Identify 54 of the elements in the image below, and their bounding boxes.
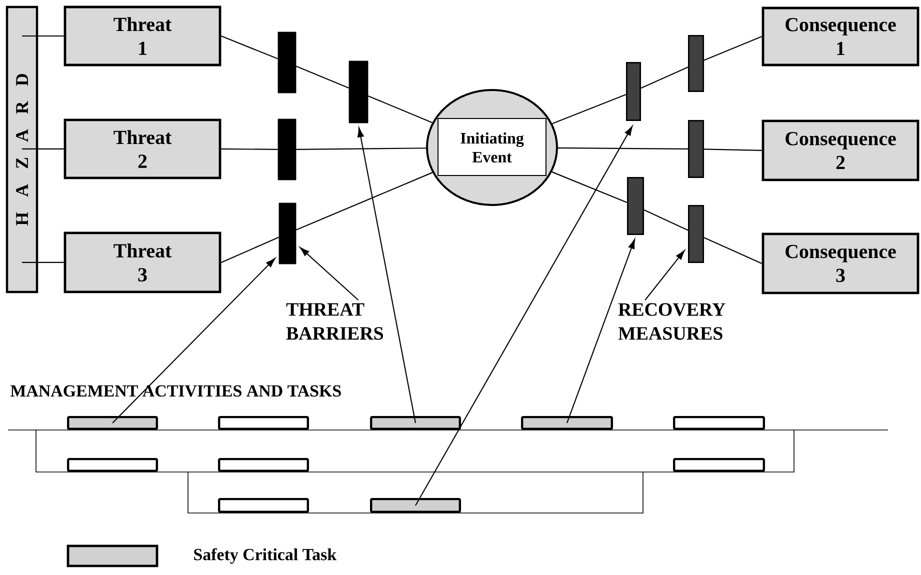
connector-line: [220, 236, 280, 263]
barrier-bar: [626, 62, 641, 121]
barrier-bar: [278, 32, 296, 94]
consequence-box: Consequence 1: [762, 6, 920, 66]
task-box: [67, 458, 158, 472]
task-box: [218, 458, 310, 472]
connector-line: [552, 171, 628, 204]
barrier-bar: [348, 60, 368, 124]
connector-line: [221, 35, 278, 60]
task-box: [218, 416, 310, 430]
connector-line: [22, 262, 64, 264]
leader-arrow: [358, 127, 416, 424]
connector-line: [296, 66, 350, 88]
connector-line: [552, 94, 626, 124]
connector-line: [640, 66, 688, 89]
threat-box: Threat 1: [64, 6, 222, 66]
leader-arrow: [112, 258, 276, 424]
consequence-box: Consequence 3: [762, 232, 920, 294]
barrier-bar: [688, 120, 704, 178]
barrier-bar: [688, 204, 704, 263]
leader-arrow: [644, 250, 685, 300]
connector-line: [704, 36, 762, 61]
barrier-bar: [688, 34, 704, 92]
connector-line: [221, 148, 278, 150]
threat-box: Threat 3: [64, 232, 222, 294]
callout-label: THREAT BARRIERS: [286, 303, 383, 340]
hazard-box: H A Z A R D: [6, 6, 38, 294]
leader-arrow: [415, 126, 633, 506]
connector-line: [704, 237, 762, 264]
connector-line: [368, 96, 432, 124]
task-box: [67, 416, 158, 430]
task-box: [673, 416, 765, 430]
connector-line: [644, 209, 688, 231]
connector-line: [296, 172, 433, 230]
connector-line: [704, 148, 762, 152]
connector-line: [296, 148, 426, 150]
barrier-bar: [278, 202, 296, 264]
leader-arrow: [300, 247, 359, 300]
barrier-bar: [278, 118, 296, 180]
legend-text: Safety Critical Task: [194, 548, 337, 564]
task-box: [370, 416, 461, 430]
leader-arrow: [566, 239, 636, 424]
task-box: [370, 498, 461, 513]
callout-label: RECOVERY MEASURES: [618, 303, 726, 340]
connector-line: [558, 147, 688, 150]
heading-label: MANAGEMENT ACTIVITIES AND TASKS: [10, 385, 341, 397]
connector-line: [22, 148, 64, 150]
consequence-box: Consequence 2: [762, 120, 920, 182]
barrier-bar: [627, 176, 644, 235]
threat-box: Threat 2: [64, 118, 222, 180]
task-box: [218, 498, 310, 513]
task-box: [673, 458, 765, 472]
task-box: [521, 416, 613, 430]
connector-line: [22, 35, 64, 37]
